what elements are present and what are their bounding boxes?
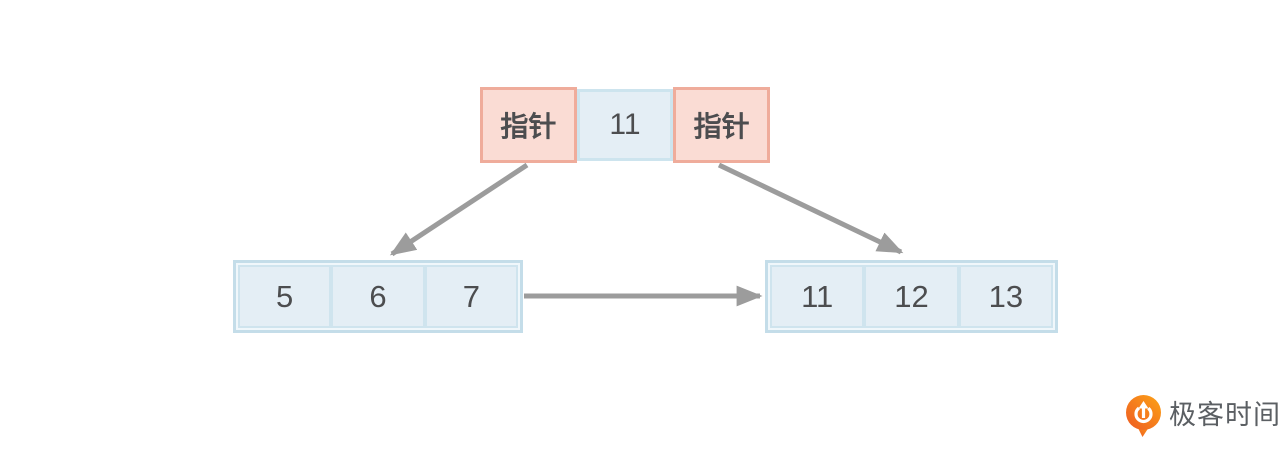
arrow-root-to-right-leaf — [717, 162, 904, 255]
geektime-icon — [1126, 395, 1161, 437]
root-cell-pointer-right: 指针 — [673, 87, 771, 163]
left-leaf-cell-2-label: 6 — [369, 278, 387, 314]
left-leaf-cell-3: 7 — [424, 265, 518, 328]
root-cell-pointer-left-label: 指针 — [500, 111, 557, 142]
root-cell-key: 11 — [576, 89, 674, 161]
right-leaf-cell-3: 13 — [958, 265, 1053, 328]
root-cell-pointer-left: 指针 — [480, 87, 577, 163]
left-leaf-cell-1: 5 — [238, 265, 332, 328]
right-leaf-cell-1-label: 11 — [801, 278, 834, 314]
leaf-node-right: 11 12 13 — [765, 260, 1058, 333]
arrow-root-to-left-leaf — [389, 162, 529, 257]
root-cell-pointer-right-label: 指针 — [693, 111, 750, 142]
left-leaf-cell-2: 6 — [331, 265, 425, 328]
left-leaf-cell-1-label: 5 — [276, 278, 294, 314]
right-leaf-cell-2-label: 12 — [894, 278, 929, 314]
leaf-node-left: 5 6 7 — [233, 260, 523, 333]
root-cell-key-label: 11 — [609, 108, 641, 141]
right-leaf-cell-2: 12 — [864, 265, 959, 328]
right-leaf-cell-3-label: 13 — [988, 278, 1024, 314]
geektime-logo: 极客时间 — [1126, 395, 1281, 441]
root-index-node: 指针 11 指针 — [480, 87, 771, 163]
left-leaf-cell-3-label: 7 — [462, 278, 480, 314]
right-leaf-cell-1: 11 — [770, 265, 865, 328]
geektime-logo-text: 极客时间 — [1169, 400, 1281, 430]
